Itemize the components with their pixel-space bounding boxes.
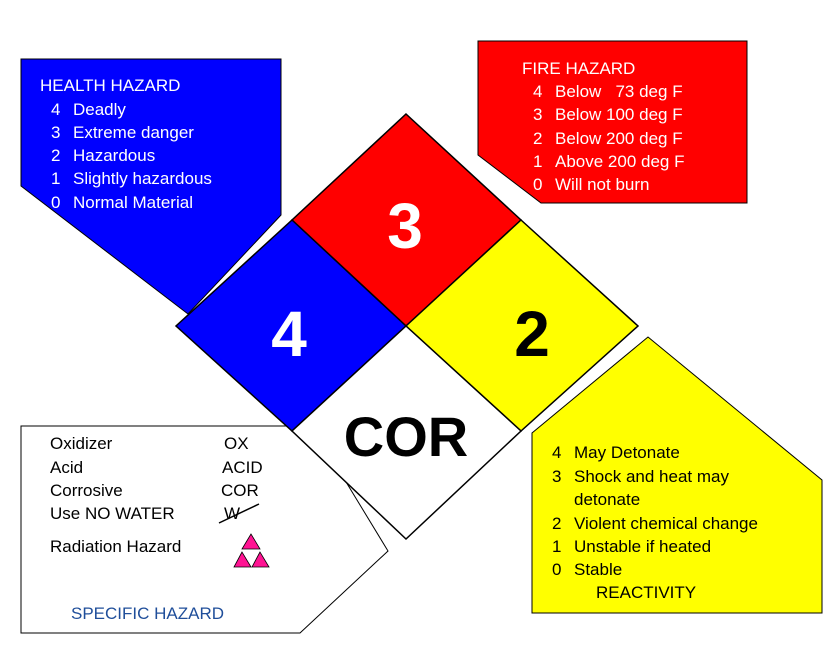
fire-level-num: 3 bbox=[533, 105, 542, 124]
specific-row-label: Acid bbox=[50, 458, 83, 477]
health-callout-box bbox=[20, 58, 282, 315]
health-level-num: 3 bbox=[51, 123, 60, 142]
reactivity-level-text: Stable bbox=[574, 560, 622, 579]
fire-level-text: Will not burn bbox=[555, 175, 649, 194]
nfpa-diamond: 3 4 2 COR bbox=[174, 112, 640, 541]
health-hazard-title: HEALTH HAZARD bbox=[40, 76, 180, 95]
health-level-num: 0 bbox=[51, 193, 60, 212]
reactivity-callout: 4 May Detonate 3 Shock and heat may deto… bbox=[531, 336, 823, 614]
fire-level-text: Below 100 deg F bbox=[555, 105, 683, 124]
specific-row-label: Oxidizer bbox=[50, 434, 113, 453]
fire-callout-box bbox=[477, 40, 748, 204]
health-level-num: 4 bbox=[51, 100, 60, 119]
reactivity-level-num: 1 bbox=[552, 537, 561, 556]
fire-hazard-title: FIRE HAZARD bbox=[522, 59, 635, 78]
specific-row-code: OX bbox=[224, 434, 249, 453]
specific-hazard-callout: Oxidizer OX Acid ACID Corrosive COR Use … bbox=[20, 425, 389, 634]
health-level-text: Hazardous bbox=[73, 146, 155, 165]
specific-row-code: COR bbox=[221, 481, 259, 500]
reactivity-rating-value: 2 bbox=[514, 298, 550, 370]
fire-level-text: Below 73 deg F bbox=[555, 82, 683, 101]
reactivity-level-num: 0 bbox=[552, 560, 561, 579]
fire-rating-value: 3 bbox=[387, 190, 423, 262]
health-level-num: 1 bbox=[51, 169, 60, 188]
specific-row-label: Use NO WATER bbox=[50, 504, 175, 523]
reactivity-callout-box bbox=[531, 336, 823, 614]
reactivity-level-text: Violent chemical change bbox=[574, 514, 758, 533]
specific-callout-box bbox=[20, 425, 389, 634]
health-hazard-callout: HEALTH HAZARD 4 Deadly 3 Extreme danger … bbox=[20, 58, 282, 315]
reactivity-level-text: Shock and heat may bbox=[574, 467, 729, 486]
reactivity-level-text: detonate bbox=[574, 490, 640, 509]
special-quadrant bbox=[290, 324, 523, 541]
health-level-num: 2 bbox=[51, 146, 60, 165]
specific-row-code: ACID bbox=[222, 458, 263, 477]
no-water-strike bbox=[218, 503, 260, 524]
specific-row-label: Radiation Hazard bbox=[50, 537, 181, 556]
special-hazard-value: COR bbox=[344, 405, 468, 468]
specific-row-label: Corrosive bbox=[50, 481, 123, 500]
fire-level-num: 2 bbox=[533, 129, 542, 148]
radiation-trefoil-icon bbox=[233, 533, 270, 568]
reactivity-level-num: 3 bbox=[552, 467, 561, 486]
specific-hazard-title: SPECIFIC HAZARD bbox=[71, 604, 224, 623]
health-level-text: Deadly bbox=[73, 100, 126, 119]
reactivity-title: REACTIVITY bbox=[596, 583, 696, 602]
reactivity-level-num: 4 bbox=[552, 443, 561, 462]
reactivity-level-text: May Detonate bbox=[574, 443, 680, 462]
fire-level-num: 1 bbox=[533, 152, 542, 171]
reactivity-level-num: 2 bbox=[552, 514, 561, 533]
health-level-text: Extreme danger bbox=[73, 123, 194, 142]
health-level-text: Normal Material bbox=[73, 193, 193, 212]
reactivity-level-text: Unstable if heated bbox=[574, 537, 711, 556]
fire-level-text: Below 200 deg F bbox=[555, 129, 683, 148]
health-rating-value: 4 bbox=[271, 298, 307, 370]
fire-level-num: 0 bbox=[533, 175, 542, 194]
health-level-text: Slightly hazardous bbox=[73, 169, 212, 188]
fire-level-text: Above 200 deg F bbox=[555, 152, 684, 171]
fire-level-num: 4 bbox=[533, 82, 542, 101]
fire-hazard-callout: FIRE HAZARD 4 Below 73 deg F 3 Below 100… bbox=[477, 40, 748, 204]
